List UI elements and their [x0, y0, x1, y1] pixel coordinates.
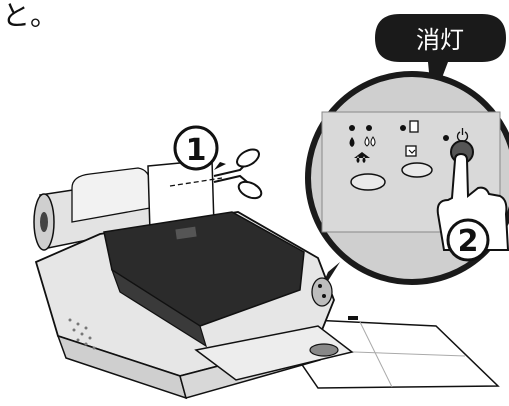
header-text: と。	[2, 0, 59, 32]
step-one-marker: 1	[173, 125, 219, 171]
roll-holder	[33, 167, 177, 251]
bubble-label: 消灯	[416, 26, 464, 54]
ink-button[interactable]	[350, 152, 386, 191]
printer-illustration: 1	[33, 125, 500, 400]
step-two-marker: 2	[446, 218, 490, 262]
control-panel-zoom: 2	[305, 71, 509, 285]
ink-drop-icon	[349, 125, 376, 147]
paper-icon	[400, 120, 419, 157]
paper-button[interactable]	[401, 162, 433, 178]
vent-dots	[68, 318, 96, 350]
svg-text:2: 2	[458, 224, 479, 259]
speech-bubble: 消灯	[375, 14, 506, 104]
scissors-icon	[213, 148, 263, 200]
printer-control-panel	[311, 277, 333, 307]
svg-text:1: 1	[186, 133, 207, 168]
